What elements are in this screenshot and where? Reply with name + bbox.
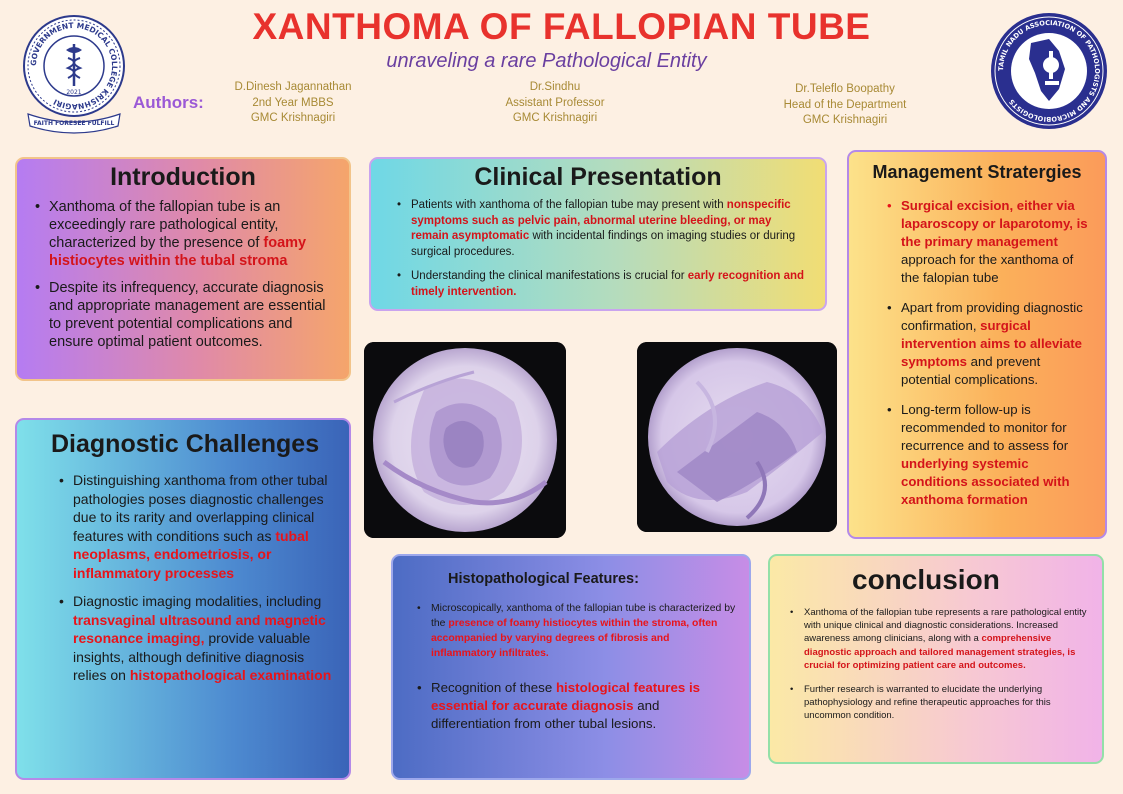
author-3-name: Dr.Teleflo Boopathy	[795, 83, 895, 95]
text: and differentiation from other tubal les…	[431, 698, 660, 731]
management-panel: Management Stratergies Surgical excision…	[847, 150, 1107, 539]
text: Xanthoma of the fallopian tube is an exc…	[49, 199, 281, 251]
author-1-name: D.Dinesh Jagannathan	[234, 81, 352, 93]
list-item: Xanthoma of the fallopian tube represent…	[790, 606, 1090, 672]
text: Apart from providing diagnostic confirma…	[901, 300, 1083, 333]
author-2-name: Dr.Sindhu	[529, 81, 581, 93]
authors-label: Authors:	[133, 93, 204, 112]
highlight-text: histopathological examination	[129, 667, 332, 683]
text: Microscopically, xanthoma of the fallopi…	[431, 603, 736, 629]
association-seal-logo: TAMIL NADU ASSOCIATION OF PATHOLOGISTS A…	[989, 11, 1109, 131]
diagnostic-list: Distinguishing xanthoma from other tubal…	[59, 471, 333, 685]
conclusion-list: Xanthoma of the fallopian tube represent…	[790, 606, 1090, 723]
author-2-role: Assistant Professor	[505, 96, 605, 109]
highlight-text: histological features is essential for a…	[431, 680, 701, 713]
highlight-text: tubal neoplasms, endometriosis, or infla…	[73, 527, 309, 581]
author-2: Dr.Sindhu Assistant Professor GMC Krishn…	[465, 80, 645, 127]
poster-title: XANTHOMA OF FALLOPIAN TUBE	[252, 6, 871, 47]
list-item: Understanding the clinical manifestation…	[397, 269, 807, 300]
list-item: Recognition of these histological featur…	[417, 679, 737, 733]
list-item: Microscopically, xanthoma of the fallopi…	[417, 601, 737, 661]
author-3: Dr.Teleflo Boopathy Head of the Departme…	[755, 82, 935, 129]
highlight-text: surgical intervention aims to alleviate …	[901, 318, 1083, 369]
text: Xanthoma of the fallopian tube represent…	[804, 607, 1087, 645]
diagnostic-challenges-title: Diagnostic Challenges	[51, 430, 320, 458]
micrograph-image-1	[364, 342, 566, 538]
text: Understanding the clinical manifestation…	[411, 270, 688, 282]
management-list: Surgical excision, either via laparoscop…	[887, 197, 1091, 509]
conclusion-title: conclusion	[852, 564, 1000, 595]
list-item: Further research is warranted to elucida…	[790, 683, 1090, 723]
highlight-text: underlying systemic conditions associate…	[901, 456, 1070, 507]
text: and prevent potential complications.	[901, 354, 1041, 387]
highlight-text: presence of foamy histiocytes within the…	[431, 618, 718, 659]
author-1: D.Dinesh Jagannathan 2nd Year MBBS GMC K…	[203, 80, 383, 127]
highlight-text: transvaginal ultrasound and magnetic res…	[73, 611, 326, 647]
introduction-title: Introduction	[110, 163, 256, 191]
list-item: Surgical excision, either via laparoscop…	[887, 197, 1091, 287]
highlight-text: nonspecific symptoms such as pelvic pain…	[411, 199, 791, 242]
list-item: Despite its infrequency, accurate diagno…	[35, 279, 335, 351]
list-item: Diagnostic imaging modalities, including…	[59, 592, 333, 685]
college-seal-logo: GOVERNMENT MEDICAL COLLEGE KRISHNAGIRI 2…	[22, 14, 126, 136]
text: Further research is warranted to elucida…	[804, 684, 1051, 722]
clinical-list: Patients with xanthoma of the fallopian …	[397, 198, 807, 300]
micrograph-image-2	[637, 342, 837, 532]
highlight-text: comprehensive diagnostic approach and ta…	[804, 633, 1076, 671]
poster-subtitle: unraveling a rare Pathological Entity	[386, 50, 707, 72]
text: Despite its infrequency, accurate diagno…	[49, 280, 326, 350]
diagnostic-challenges-panel: Diagnostic Challenges Distinguishing xan…	[15, 418, 351, 780]
introduction-panel: Introduction Xanthoma of the fallopian t…	[15, 157, 351, 381]
text: approach for the xanthoma of the falopia…	[901, 252, 1074, 285]
clinical-presentation-panel: Clinical Presentation Patients with xant…	[369, 157, 827, 311]
author-1-inst: GMC Krishnagiri	[250, 112, 336, 124]
text: provide valuable insights, although defi…	[73, 630, 311, 683]
histopathology-panel: Histopathological Features: Microscopica…	[391, 554, 751, 780]
histopathology-list: Microscopically, xanthoma of the fallopi…	[417, 601, 737, 733]
list-item: Patients with xanthoma of the fallopian …	[397, 198, 807, 260]
text: with incidental findings on imaging stud…	[411, 230, 796, 258]
list-item: Xanthoma of the fallopian tube is an exc…	[35, 198, 335, 270]
text: Patients with xanthoma of the fallopian …	[411, 199, 727, 211]
list-item: Distinguishing xanthoma from other tubal…	[59, 471, 333, 582]
author-3-inst: GMC Krishnagiri	[802, 114, 888, 126]
list-item: Apart from providing diagnostic confirma…	[887, 299, 1091, 389]
highlight-text: Surgical excision, either via laparoscop…	[901, 198, 1088, 249]
clinical-presentation-title: Clinical Presentation	[474, 163, 722, 191]
author-3-role: Head of the Department	[783, 98, 907, 111]
author-2-inst: GMC Krishnagiri	[512, 112, 598, 124]
conclusion-panel: conclusion Xanthoma of the fallopian tub…	[768, 554, 1104, 764]
author-1-role: 2nd Year MBBS	[252, 96, 334, 109]
college-seal-year: 2021	[66, 89, 81, 96]
text: Diagnostic imaging modalities, including	[73, 593, 322, 609]
management-title: Management Stratergies	[872, 162, 1082, 182]
text: Distinguishing xanthoma from other tubal…	[73, 472, 328, 544]
highlight-text: early recognition and timely interventio…	[411, 270, 805, 298]
highlight-text: foamy histiocytes within the tubal strom…	[49, 235, 307, 269]
text: Long-term follow-up is recommended to mo…	[901, 402, 1069, 453]
introduction-list: Xanthoma of the fallopian tube is an exc…	[35, 198, 335, 351]
college-seal-motto: FAITH FORESEE FULFILL	[34, 120, 115, 127]
text: Recognition of these	[431, 680, 556, 695]
histopathology-title: Histopathological Features:	[448, 571, 639, 587]
list-item: Long-term follow-up is recommended to mo…	[887, 401, 1091, 509]
